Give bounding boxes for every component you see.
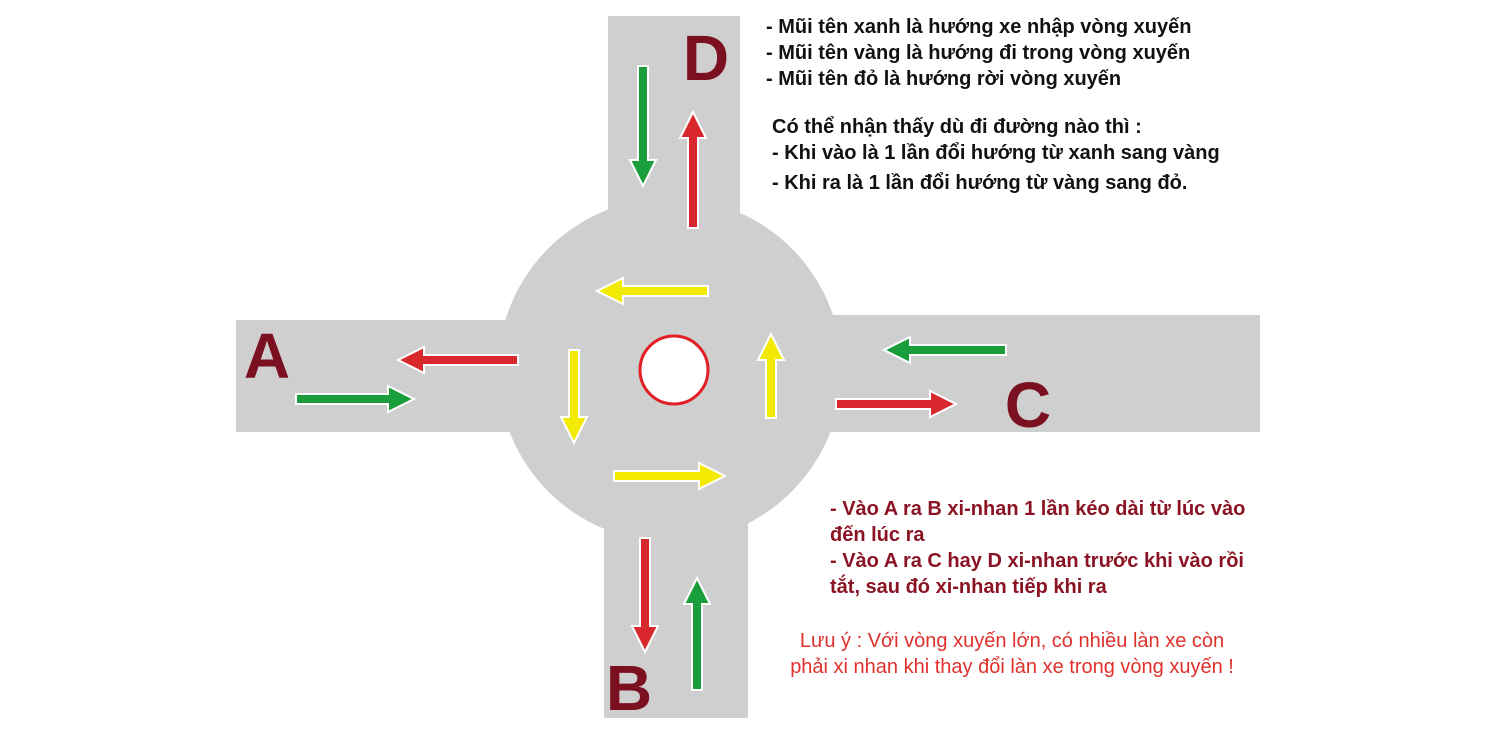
note-enter: - Khi vào là 1 lần đổi hướng từ xanh san… xyxy=(772,142,1220,164)
yellow-arrow-top xyxy=(594,276,709,306)
label-b: B xyxy=(606,652,652,724)
note-intro: Có thể nhận thấy dù đi đường nào thì : xyxy=(772,116,1142,138)
legend-green: - Mũi tên xanh là hướng xe nhập vòng xuy… xyxy=(766,16,1192,38)
red-arrow-east-exit xyxy=(835,389,959,419)
label-c: C xyxy=(1005,369,1051,441)
red-arrow-south-exit xyxy=(630,537,660,655)
red-arrow-west-exit xyxy=(395,345,519,375)
label-d: D xyxy=(683,22,729,94)
rule-a-to-c-d: - Vào A ra C hay D xi-nhan trước khi vào… xyxy=(830,550,1244,598)
note-exit: - Khi ra là 1 lần đổi hướng từ vàng sang… xyxy=(772,172,1188,194)
green-arrow-south-entry xyxy=(682,575,712,691)
road-surface xyxy=(236,16,1260,718)
label-a: A xyxy=(244,320,290,392)
arrow-color-legend: - Mũi tên xanh là hướng xe nhập vòng xuy… xyxy=(766,14,1286,92)
legend-yellow: - Mũi tên vàng là hướng đi trong vòng xu… xyxy=(766,42,1191,64)
rule-a-to-b: - Vào A ra B xi-nhan 1 lần kéo dài từ lú… xyxy=(830,498,1246,546)
observation-note: Có thể nhận thấy dù đi đường nào thì : -… xyxy=(772,114,1242,196)
green-arrow-north-entry xyxy=(628,65,658,189)
yellow-arrow-bottom xyxy=(613,461,728,491)
yellow-arrow-left xyxy=(559,349,589,446)
central-island xyxy=(638,334,710,406)
warning-note: Lưu ý : Với vòng xuyến lớn, có nhiều làn… xyxy=(782,628,1242,680)
signal-rules: - Vào A ra B xi-nhan 1 lần kéo dài từ lú… xyxy=(830,496,1270,600)
red-arrow-north-exit xyxy=(678,109,708,229)
yellow-arrow-right xyxy=(756,331,786,419)
green-arrow-east-entry xyxy=(881,335,1007,365)
warning-text: Lưu ý : Với vòng xuyến lớn, có nhiều làn… xyxy=(790,630,1234,678)
legend-red: - Mũi tên đỏ là hướng rời vòng xuyến xyxy=(766,68,1122,90)
traffic-arrows xyxy=(295,65,1007,691)
green-arrow-west-entry xyxy=(295,384,417,414)
